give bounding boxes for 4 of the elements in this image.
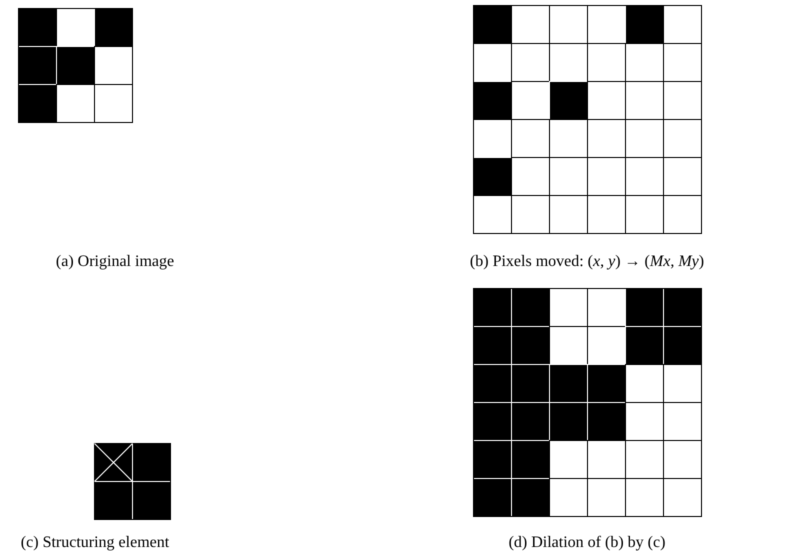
caption: (c) Structuring element (20, 533, 170, 553)
caption: (a) Original image (56, 252, 174, 272)
caption: (b) Pixels moved: (x, y) → (Mx, My) (470, 252, 704, 272)
caption: (d) Dilation of (b) by (c) (508, 533, 666, 553)
